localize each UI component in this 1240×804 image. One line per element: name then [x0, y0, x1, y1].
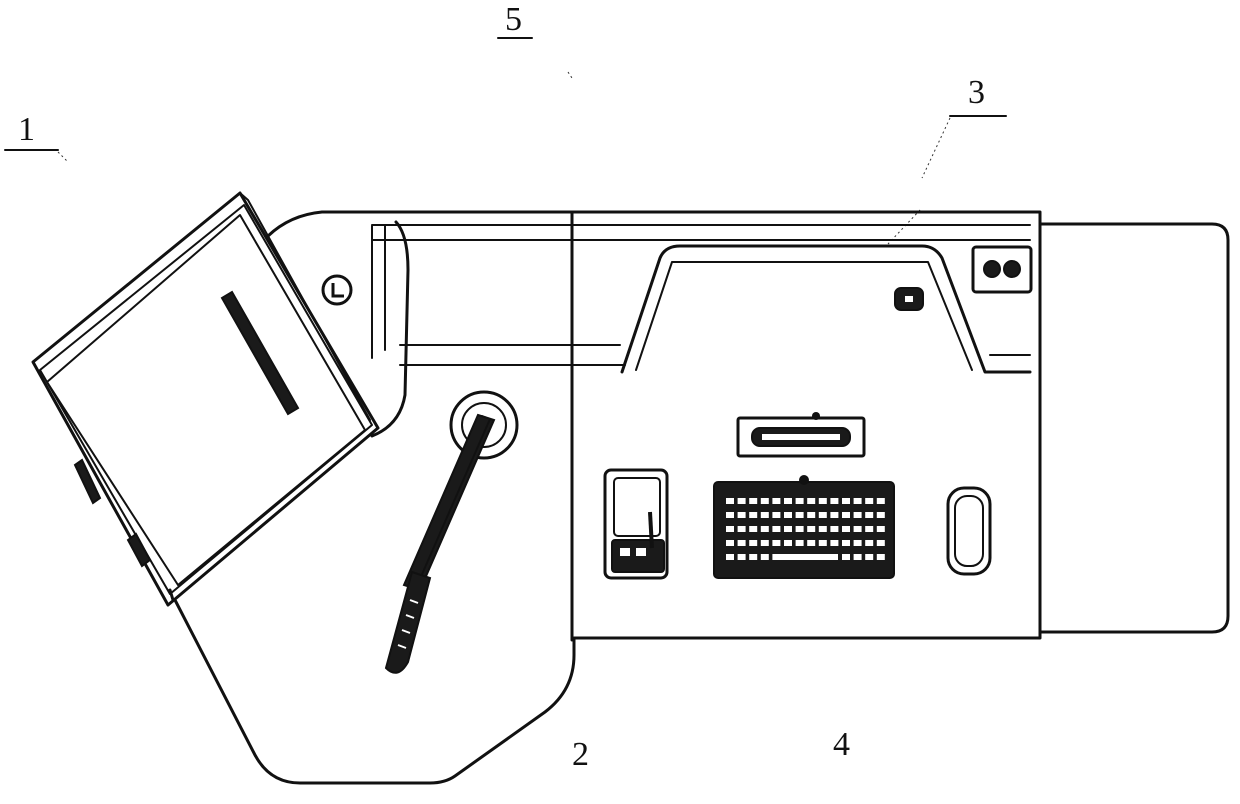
keyboard-key — [761, 526, 769, 532]
handheld-terminal — [605, 470, 667, 578]
keyboard-key — [761, 540, 769, 546]
keyboard-key — [819, 540, 827, 546]
keyboard-key — [749, 554, 757, 560]
label-1: 1 — [18, 111, 35, 148]
label-2: 2 — [572, 736, 589, 773]
leader-3 — [922, 118, 950, 178]
keyboard-key — [796, 540, 804, 546]
socket-hole-left — [984, 261, 1000, 277]
monitor-screen — [47, 215, 365, 585]
label-4: 4 — [833, 726, 850, 763]
keyboard-key — [749, 512, 757, 518]
keyboard-key — [865, 540, 873, 546]
push-button — [895, 288, 923, 310]
keyboard-key — [784, 540, 792, 546]
keyboard-key — [784, 498, 792, 504]
side-extension-panel — [1040, 224, 1228, 632]
keyboard-key — [877, 526, 885, 532]
desk-wing-top — [268, 212, 368, 236]
keyboard-key — [854, 512, 862, 518]
keyboard-key — [877, 498, 885, 504]
keyboard-key — [830, 526, 838, 532]
keyboard-key — [784, 512, 792, 518]
keyboard-key — [819, 512, 827, 518]
keyboard-key — [854, 498, 862, 504]
keyboard-key — [738, 540, 746, 546]
keyboard-key — [807, 498, 815, 504]
keyboard-key — [726, 526, 734, 532]
keyboard-key — [877, 540, 885, 546]
keyboard-key — [854, 554, 862, 560]
shelf-bracket-inner — [636, 262, 972, 370]
keyboard-key — [772, 512, 780, 518]
keyboard-key — [761, 554, 769, 560]
keyboard-key — [772, 540, 780, 546]
keyboard-key — [796, 498, 804, 504]
keyboard-key — [854, 526, 862, 532]
keyboard-key — [842, 512, 850, 518]
lever-handle — [386, 572, 430, 673]
keyboard-key — [784, 526, 792, 532]
keyboard-key — [854, 540, 862, 546]
keyboard-key — [830, 498, 838, 504]
keyboard-key — [830, 540, 838, 546]
keyboard-key — [796, 512, 804, 518]
monitor-hinge-lower — [128, 534, 150, 566]
socket-hole-right — [1004, 261, 1020, 277]
keyboard-key — [749, 526, 757, 532]
keyboard-key — [772, 498, 780, 504]
leader-3-extension — [888, 210, 920, 244]
keyboard-key — [807, 512, 815, 518]
keyboard-key — [796, 526, 804, 532]
keyboard-key — [749, 498, 757, 504]
keyboard-key — [865, 512, 873, 518]
keyboard-key — [842, 526, 850, 532]
keyboard-key — [877, 512, 885, 518]
monitor-slot — [222, 292, 298, 414]
keyboard-key — [865, 498, 873, 504]
keyboard-key — [738, 526, 746, 532]
control-lever — [386, 392, 517, 673]
label-3: 3 — [968, 74, 985, 111]
mouse — [948, 488, 990, 574]
keyboard-key — [819, 526, 827, 532]
desk-wing-inner — [372, 222, 408, 436]
shelf-bracket-outer — [622, 246, 1030, 372]
monitor-frame-outer — [33, 193, 378, 605]
keyboard-key — [738, 512, 746, 518]
leader-1 — [58, 152, 68, 162]
keyboard-key — [842, 540, 850, 546]
keyboard-key — [830, 512, 838, 518]
keyboard-key — [842, 498, 850, 504]
keyboard-key — [749, 540, 757, 546]
keyboard-key — [761, 512, 769, 518]
keyboard-key — [738, 554, 746, 560]
label-5: 5 — [505, 1, 522, 38]
keyboard — [714, 475, 894, 578]
keyboard-key — [738, 498, 746, 504]
keyboard-key — [772, 526, 780, 532]
card-reader — [738, 412, 864, 456]
keyboard-key — [819, 498, 827, 504]
power-socket — [973, 247, 1031, 292]
knob — [323, 276, 351, 304]
keyboard-key — [726, 498, 734, 504]
keyboard-key — [877, 554, 885, 560]
leader-5 — [568, 72, 572, 78]
keyboard-key — [865, 554, 873, 560]
keyboard-key — [726, 540, 734, 546]
keyboard-key — [726, 554, 734, 560]
keyboard-key — [761, 498, 769, 504]
keyboard-key — [807, 540, 815, 546]
keyboard-key — [807, 526, 815, 532]
monitor — [33, 193, 378, 605]
keyboard-key — [842, 554, 850, 560]
keyboard-key — [865, 526, 873, 532]
keyboard-spacebar — [772, 554, 838, 560]
keyboard-key — [726, 512, 734, 518]
